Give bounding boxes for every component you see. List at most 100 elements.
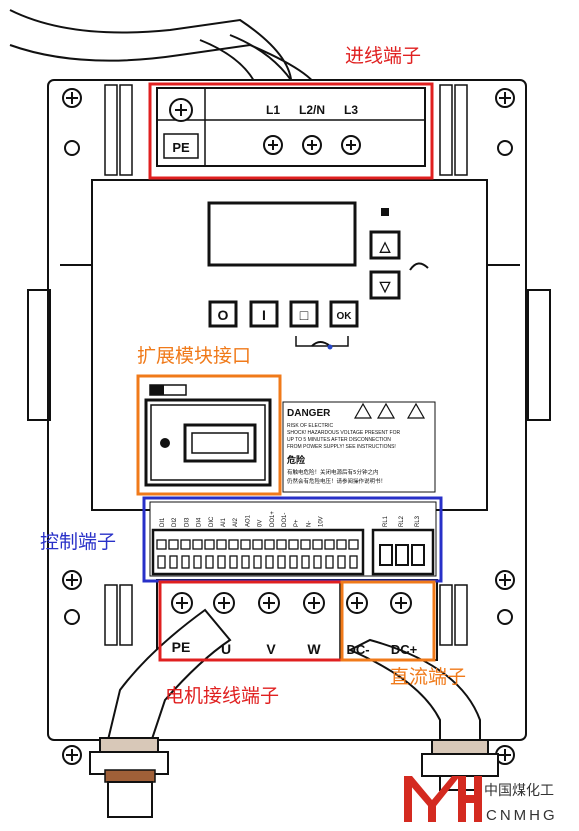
motor-pe-label: PE [172,639,191,655]
display-screen [207,201,357,267]
up-arrow-icon: △ [379,238,392,254]
input-terminal-screws [263,135,361,155]
danger-line-2: SHOCK! HAZARDOUS VOLTAGE PRESENT FOR [287,430,400,436]
control-terminal-slot [349,555,358,569]
control-terminal-label: DO1- [282,513,288,527]
control-terminal-slot [337,555,346,569]
control-terminal-label: DI2 [172,517,178,527]
rotate-icon [409,262,429,271]
control-terminal-pin[interactable] [156,539,167,550]
control-terminal-slot [325,555,334,569]
control-terminal-slot [241,555,250,569]
danger-title: DANGER [287,408,331,419]
up-button[interactable] [369,230,401,260]
control-terminal-pin[interactable] [192,539,203,550]
control-terminal-label: RL2 [399,515,405,527]
control-terminal-pin[interactable] [204,539,215,550]
control-terminal-pin[interactable] [264,539,275,550]
expansion-interface-highlight [136,374,282,496]
control-terminal-slot [229,555,238,569]
control-terminal-label: 10V [319,516,325,527]
control-terminal-pin[interactable] [168,539,179,550]
side-rails [104,84,468,646]
danger-cn-line-2: 仍然会有危险电压！请参阅操作说明书！ [287,477,386,485]
relay-terminal-pin[interactable] [411,544,425,566]
control-terminals-label: 控制端子 [40,531,116,553]
expansion-interface-label: 扩展模块接口 [137,345,251,367]
danger-label: DANGER RISK OF ELECTRIC SHOCK! HAZARDOUS… [282,401,436,493]
control-terminal-slot [205,555,214,569]
danger-line-1: RISK OF ELECTRIC [287,423,334,429]
run-button[interactable] [249,300,279,328]
control-terminal-pin[interactable] [324,539,335,550]
control-terminal-slot [301,555,310,569]
down-button[interactable] [369,270,401,300]
ok-button[interactable] [329,300,359,328]
control-terminal-pin[interactable] [336,539,347,550]
control-terminal-pin[interactable] [228,539,239,550]
control-terminal-pin[interactable] [300,539,311,550]
corner-screws [62,88,515,765]
input-terminal-block: PE L1 L2/N L3 [156,87,426,167]
control-terminal-pin[interactable] [288,539,299,550]
danger-cn-title: 危险 [286,454,306,466]
keypad-buttons: O I □ OK [208,300,359,350]
danger-line-3: UP TO 5 MINUTES AFTER DISCONNECTION [287,437,391,443]
control-terminal-pin[interactable] [240,539,251,550]
motor-u-label: U [221,641,231,657]
motor-v-label: V [266,641,276,657]
indicator-led [381,208,389,216]
bottom-cables [89,608,499,818]
control-terminal-pin[interactable] [348,539,359,550]
down-arrow-icon: ▽ [379,278,392,294]
ok-label: OK [337,311,353,322]
control-terminal-label: DI1 [160,517,166,527]
menu-label: □ [300,307,309,323]
control-terminal-pin[interactable] [312,539,323,550]
relay-terminal-pin[interactable] [395,544,409,566]
menu-button[interactable] [289,300,319,328]
control-terminal-pin[interactable] [180,539,191,550]
expansion-slot [144,384,272,487]
dc-minus-label: DC- [346,642,369,657]
stop-button[interactable] [208,300,238,328]
control-terminal-slot [157,555,166,569]
run-label: I [262,307,266,323]
logo-mark [404,776,482,822]
relay-terminal-pin[interactable] [379,544,393,566]
input-l1-label: L1 [266,103,280,117]
control-terminal-label: DO1+ [270,511,276,527]
logo: 中国煤化工 CNMHG [404,776,558,824]
input-pe-label: PE [172,140,190,155]
control-terminal-label: AI1 [221,517,227,527]
input-terminals-label: 进线端子 [345,45,421,67]
control-terminal-label: DI4 [197,517,203,527]
input-l2n-label: L2/N [299,103,325,117]
motor-terminal-screws [171,592,412,614]
input-terminals-highlight [148,82,434,180]
motor-w-label: W [307,641,321,657]
control-terminal-slot [193,555,202,569]
motor-terminal-labels: PE U V W DC- DC+ [172,639,418,657]
shock-warning-icon [353,402,373,419]
danger-line-4: FROM POWER SUPPLY! SEE INSTRUCTIONS! [287,444,396,450]
control-terminal-label: N- [306,521,312,527]
control-terminal-label: DI3 [184,517,190,527]
control-terminal-label: AO1 [245,514,251,527]
control-terminal-label: DIC [209,516,215,527]
control-terminal-pin[interactable] [252,539,263,550]
control-terminal-label: RL1 [383,515,389,527]
logo-en-text: CNMHG [486,807,558,824]
control-terminal-pin[interactable] [216,539,227,550]
control-terminal-label: AI2 [233,517,239,527]
control-terminal-label: 0V [258,520,264,527]
input-l3-label: L3 [344,103,358,117]
dc-terminals-highlight [340,580,436,662]
danger-cn-line-1: 有触电危险！关闭电源后有5分钟之内 [287,468,379,476]
control-terminal-slot [289,555,298,569]
motor-terminals-label: 电机接线端子 [165,685,279,707]
control-terminal-pin[interactable] [276,539,287,550]
